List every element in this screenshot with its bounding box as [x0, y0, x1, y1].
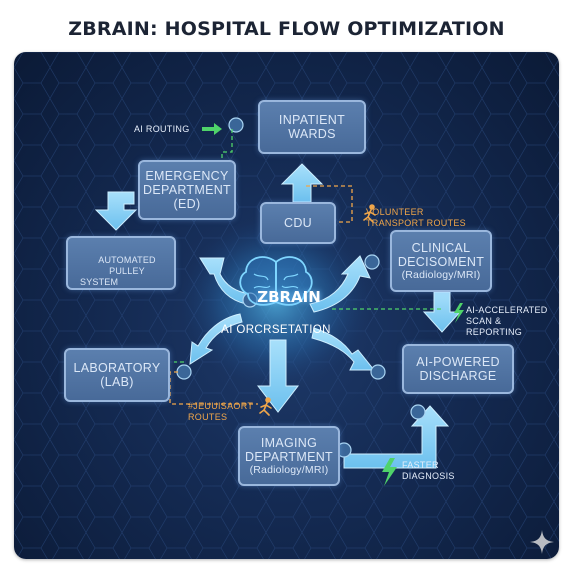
node-line: (ED) [173, 197, 201, 211]
runner-icon [363, 204, 376, 223]
orange-routes [169, 185, 353, 405]
arm-to-discharge [311, 327, 376, 371]
node-laboratory[interactable]: LABORATORY (LAB) [64, 348, 170, 402]
ai-routing-arrow [202, 123, 222, 135]
label-ai-routing: AI ROUTING [134, 124, 190, 134]
node-line: IMAGING [260, 435, 318, 450]
node-line: EMERGENCY [145, 169, 229, 183]
node-line: WARDS [288, 127, 336, 141]
node-line: AI-POWERED [416, 355, 500, 369]
node-line: DISCHARGE [419, 369, 497, 383]
center-title: ZBRAIN [257, 288, 321, 306]
label-transport-routes: TRANSPORT ROUTES [366, 218, 466, 228]
route-jeuuis [169, 371, 258, 405]
label-routes: ROUTES [188, 412, 228, 422]
node-line: CLINICAL [411, 240, 471, 255]
node-emergency-department[interactable]: EMERGENCY DEPARTMENT (ED) [138, 160, 236, 220]
gear-icon [176, 364, 192, 380]
node-ai-powered-discharge[interactable]: AI-POWERED DISCHARGE [402, 344, 514, 394]
node-line: (Radiology/MRI) [249, 463, 329, 476]
label-faster: FASTER [402, 460, 439, 470]
runner-icon [259, 397, 272, 416]
arrow-clinical-to-discharge [422, 291, 462, 333]
node-cdu[interactable]: CDU [260, 202, 336, 244]
node-automated-pulley[interactable]: AUTOMATED PULLEY SYSTEM [66, 236, 176, 290]
gear-icon [370, 364, 386, 380]
route-volunteer [306, 185, 353, 223]
label-volunteer: VOLUNTEER [366, 207, 424, 217]
center-subtitle: AI ORCRSETATION [221, 324, 331, 336]
node-line: DEPARTMENT [143, 183, 231, 197]
label-scan-reporting: SCAN & REPORTING [466, 316, 523, 337]
label-ai-accelerated: AI-ACCELERATED [466, 305, 548, 315]
node-line: (Radiology/MRI) [401, 268, 481, 281]
label-diagnosis: DIAGNOSIS [402, 471, 455, 481]
diagram-panel: ZBRAIN AI ORCRSETATION INPATIENT WARDS E… [14, 52, 559, 559]
page-title: ZBRAIN: HOSPITAL FLOW OPTIMIZATION [68, 18, 505, 40]
lightning-icon [454, 303, 464, 323]
arrow-cdu-to-inpatient [280, 163, 324, 203]
node-line: AUTOMATED PULLEY [98, 254, 156, 276]
node-line: DEPARTMENT [245, 449, 333, 464]
arm-to-imaging [256, 339, 300, 413]
arm-to-pulley [199, 257, 251, 305]
node-line: CDU [284, 216, 312, 230]
lightning-icon [382, 458, 397, 486]
gear-icon [364, 254, 380, 270]
arm-to-laboratory [189, 313, 243, 365]
sparkle-icon [530, 530, 554, 554]
node-inpatient-wards[interactable]: INPATIENT WARDS [258, 100, 366, 154]
gear-icon [410, 404, 426, 420]
node-imaging-department[interactable]: IMAGING DEPARTMENT (Radiology/MRI) [238, 426, 340, 486]
orchestration-arms [94, 163, 462, 469]
node-line: (LAB) [100, 375, 134, 389]
node-line: LABORATORY [73, 361, 161, 375]
label-jeuuisaort: #JEUUISAORT [188, 401, 254, 411]
node-line: INPATIENT [278, 113, 346, 127]
brain-icon [239, 256, 313, 306]
arm-to-clinical [309, 255, 371, 313]
node-line: SYSTEM [80, 276, 119, 287]
node-clinical-decision[interactable]: CLINICAL DECISOMENT (Radiology/MRI) [390, 230, 492, 292]
arrow-ed-to-pulley [94, 191, 138, 231]
gear-icon [228, 117, 244, 133]
node-line: DECISOMENT [397, 254, 485, 269]
